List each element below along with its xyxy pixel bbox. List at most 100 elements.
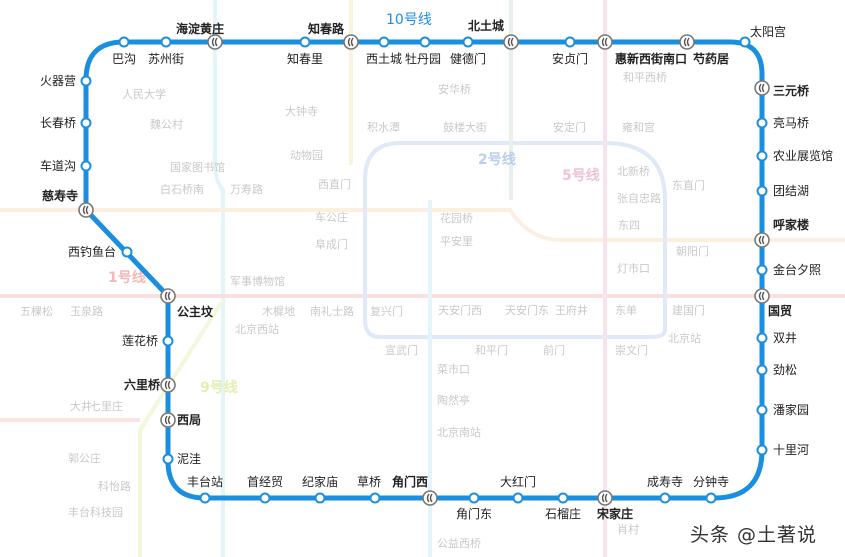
transfer-arrows-icon <box>164 415 171 425</box>
station-stop[interactable]: 安贞门 <box>552 36 588 67</box>
station-label: 火器营 <box>40 74 76 88</box>
station-dot-icon <box>378 36 390 48</box>
station-transfer[interactable]: 北土城 <box>468 18 519 50</box>
station-label: 巴沟 <box>112 52 136 66</box>
station-transfer[interactable]: 呼家楼 <box>754 217 809 248</box>
station-transfer[interactable]: 六里桥 <box>124 377 176 393</box>
station-dot-icon <box>739 36 751 48</box>
background-station-label: 鼓楼大街 <box>443 120 487 134</box>
background-station-label: 大井 <box>70 399 92 413</box>
station-stop[interactable]: 西钓鱼台 <box>68 244 133 259</box>
station-stop[interactable]: 亮马桥 <box>756 115 810 130</box>
station-stop[interactable]: 潘家园 <box>756 402 810 417</box>
line-title: 10号线 <box>386 12 432 28</box>
background-station-label: 张自忠路 <box>617 192 661 205</box>
background-station-label: 国家图书馆 <box>170 160 225 174</box>
background-station-label: 东直门 <box>672 178 705 192</box>
background-station-label: 天安门西 <box>438 303 482 317</box>
station-transfer[interactable]: 芍药居 <box>679 34 729 66</box>
station-transfer[interactable]: 海淀黄庄 <box>176 21 224 50</box>
station-transfer[interactable]: 西局 <box>160 412 201 428</box>
station-stop[interactable]: 知春里 <box>287 36 323 67</box>
background-station-label: 南礼士路 <box>310 304 354 318</box>
station-stop[interactable]: 长春桥 <box>40 116 92 130</box>
station-stop[interactable]: 莲花桥 <box>122 333 174 348</box>
watermark: 头条 @土著说 <box>690 524 818 546</box>
background-station-label: 车公庄 <box>315 210 348 224</box>
station-transfer[interactable]: 宋家庄 <box>597 490 633 521</box>
station-label: 宋家庄 <box>597 506 633 521</box>
station-dot-icon <box>369 492 381 504</box>
station-stop[interactable]: 火器营 <box>40 74 92 88</box>
station-label: 国贸 <box>768 303 792 318</box>
station-transfer[interactable]: 角门西 <box>392 474 438 506</box>
station-label: 知春里 <box>287 52 323 66</box>
station-label: 双井 <box>773 331 797 345</box>
station-stop[interactable]: 大红门 <box>500 474 536 504</box>
station-transfer[interactable]: 慈寿寺 <box>42 188 94 218</box>
station-stop[interactable]: 车道沟 <box>40 158 92 173</box>
station-stop[interactable]: 十里河 <box>756 443 810 457</box>
background-station-label: 平安里 <box>440 234 473 248</box>
station-stop[interactable]: 团结湖 <box>756 183 810 198</box>
station-transfer[interactable]: 知春路 <box>307 21 359 50</box>
background-station-label: 肖村 <box>617 522 639 536</box>
background-station-label: 积水潭 <box>367 121 400 134</box>
background-station-label: 和平门 <box>475 343 508 357</box>
station-label: 太阳宫 <box>750 24 786 39</box>
station-stop[interactable]: 丰台站 <box>187 474 223 504</box>
station-stop[interactable]: 分钟寺 <box>693 474 729 504</box>
station-stop[interactable]: 巴沟 <box>112 36 136 67</box>
bg-line-4 <box>213 0 225 557</box>
background-station-label: 花园桥 <box>440 212 473 225</box>
background-station-label: 安定门 <box>553 120 586 134</box>
line-10-track <box>83 39 765 501</box>
station-dot-icon <box>80 117 92 129</box>
station-stop[interactable]: 双井 <box>756 331 798 345</box>
station-label: 三元桥 <box>773 83 810 98</box>
station-label: 苏州街 <box>148 52 184 66</box>
station-stop[interactable]: 石榴庄 <box>545 492 581 522</box>
station-label: 慈寿寺 <box>42 188 78 203</box>
station-label: 西局 <box>177 413 201 427</box>
background-station-label: 人民大学 <box>122 87 166 101</box>
station-label: 公主坟 <box>177 304 213 319</box>
station-stop[interactable]: 苏州街 <box>148 36 184 67</box>
background-station-label: 玉泉路 <box>70 304 103 318</box>
station-label: 团结湖 <box>773 183 809 198</box>
background-line-label: 1号线 <box>108 269 146 286</box>
station-label: 海淀黄庄 <box>176 21 224 36</box>
station-label: 劲松 <box>773 363 797 377</box>
station-stop[interactable]: 角门东 <box>456 492 492 522</box>
station-stop[interactable]: 牡丹园 <box>405 36 441 67</box>
station-stop[interactable]: 金台夕照 <box>756 262 822 277</box>
background-station-label: 王府井 <box>555 303 588 317</box>
station-stop[interactable]: 泥洼 <box>162 452 202 466</box>
station-stop[interactable]: 成寿寺 <box>647 475 683 504</box>
transfer-arrows-icon <box>426 493 433 503</box>
station-dot-icon <box>512 492 524 504</box>
station-stop[interactable]: 西土城 <box>366 36 402 67</box>
station-dot-icon <box>199 492 211 504</box>
station-stop[interactable]: 太阳宫 <box>739 24 787 48</box>
background-station-label: 木樨地 <box>262 304 295 318</box>
background-station-label: 北京站 <box>668 331 701 345</box>
station-dot-icon <box>162 335 174 347</box>
background-station-label: 东四 <box>618 219 640 232</box>
station-stop[interactable]: 纪家庙 <box>302 474 338 504</box>
station-label: 分钟寺 <box>693 474 729 489</box>
station-stop[interactable]: 农业展览馆 <box>756 148 834 163</box>
station-transfer[interactable]: 三元桥 <box>754 80 810 98</box>
station-transfer[interactable]: 国贸 <box>754 288 792 318</box>
station-dot-icon <box>299 36 311 48</box>
station-stop[interactable]: 草桥 <box>357 475 381 504</box>
station-stop[interactable]: 健德门 <box>450 36 486 67</box>
station-stop[interactable]: 劲松 <box>756 363 798 377</box>
station-label: 芍药居 <box>693 51 729 66</box>
station-label: 惠新西街南口 <box>615 51 687 66</box>
station-stop[interactable]: 首经贸 <box>247 475 283 504</box>
station-transfer[interactable]: 惠新西街南口 <box>597 34 687 66</box>
background-station-label: 复兴门 <box>370 304 403 318</box>
station-transfer[interactable]: 公主坟 <box>160 288 213 319</box>
